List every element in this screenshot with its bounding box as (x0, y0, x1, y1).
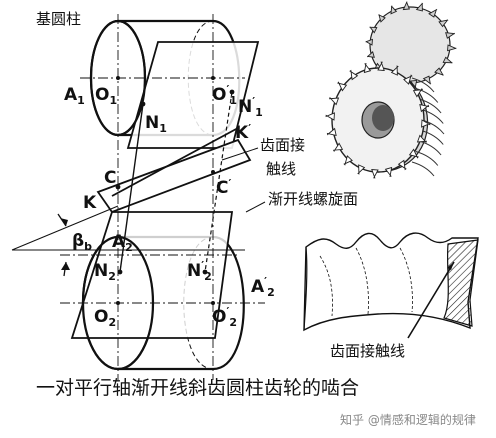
caption: 一对平行轴渐开线斜齿圆柱齿轮的啮合 (36, 377, 359, 399)
label-C-prime: C′ (216, 177, 231, 198)
helical-flank-line (411, 161, 435, 177)
gear-tooth (343, 155, 353, 166)
line-of-action-rear (204, 91, 233, 273)
gear-tooth (403, 74, 413, 85)
label-A2-prime: A′2 (251, 275, 275, 299)
gear-tooth (366, 51, 375, 58)
middle-helicoid-face (96, 138, 252, 214)
center-lines (60, 14, 265, 380)
tangent-line (11, 205, 119, 251)
gear-tooth (357, 164, 366, 175)
label-N1: N1 (145, 113, 167, 135)
gear-tooth (422, 75, 432, 85)
gear-tooth (328, 96, 340, 106)
gear-tooth (390, 65, 399, 76)
helical-gear-pair-illustration (325, 1, 457, 179)
tooth-contact-detail (303, 232, 479, 339)
gear-tooth (416, 134, 428, 144)
label-O2: O2 (94, 307, 116, 329)
gear-rack-outline (303, 232, 479, 332)
watermark: 知乎 @情感和逻辑的规律 (340, 412, 476, 427)
gear-tooth (369, 26, 378, 34)
line-of-action (119, 103, 144, 273)
gear-tooth (428, 8, 438, 18)
helical-flank-line (415, 151, 439, 166)
lower-helicoid-face (70, 211, 234, 339)
label-A1: A1 (64, 85, 85, 107)
label-N1-prime: N′1 (238, 95, 263, 119)
hatched-tooth-section (443, 239, 479, 327)
gear-tooth (384, 166, 393, 178)
gear-tooth (365, 38, 373, 46)
gear-tooth (415, 2, 424, 12)
label-base-cylinder: 基圆柱 (36, 10, 81, 28)
gear-tooth (442, 56, 453, 64)
label-O2-prime: O′2 (212, 305, 237, 329)
gear-tooth (445, 32, 455, 39)
gear-tooth (438, 19, 449, 28)
gear-tooth (447, 44, 457, 52)
label-K-prime: K′ (235, 122, 251, 143)
helical-flank-line (418, 98, 442, 114)
point-labels: A1 O1 N1 O′1 N′1 K′ C C′ K βb A2 N2 N′2 … (64, 83, 275, 329)
label-involute-helicoid: 渐开线螺旋面 (268, 190, 358, 208)
label-N2-prime: N′2 (187, 259, 212, 283)
label-O1: O1 (95, 85, 117, 107)
gear-tooth (434, 67, 444, 76)
point-markers (115, 76, 235, 305)
gear-tooth (412, 87, 424, 98)
gear-tooth (337, 81, 348, 92)
helical-flank-line (415, 88, 439, 103)
gear-tooth (363, 62, 372, 74)
gear-tooth (371, 168, 379, 179)
label-beta-b: βb (72, 231, 92, 253)
gear-tooth (419, 103, 430, 113)
label-tooth-contact-line-right: 齿面接 触线 (260, 136, 310, 178)
contact-line-KK (111, 127, 239, 197)
gear-tooth (421, 119, 431, 128)
gear-tooth (408, 148, 419, 159)
label-A2: A2 (112, 232, 133, 254)
cylinder-diagram (11, 14, 266, 380)
gear-tooth (397, 159, 407, 171)
contact-line-arrow (407, 261, 455, 339)
label-tooth-contact-line-bottom: 齿面接触线 (330, 342, 405, 360)
helical-flank-line (411, 77, 435, 93)
gear-tooth (326, 127, 337, 137)
label-K: K (83, 193, 97, 213)
gear-tooth (332, 142, 344, 153)
gear-tooth (390, 5, 398, 15)
label-C: C (104, 168, 116, 188)
label-N2: N2 (94, 261, 116, 283)
front-helical-gear (325, 61, 445, 179)
gear-tooth (349, 69, 359, 81)
gear-tooth (325, 112, 335, 121)
gear-tooth (402, 1, 410, 11)
gear-tooth (377, 61, 385, 72)
label-O1-prime: O′1 (212, 83, 237, 107)
gear-tooth (378, 13, 386, 23)
